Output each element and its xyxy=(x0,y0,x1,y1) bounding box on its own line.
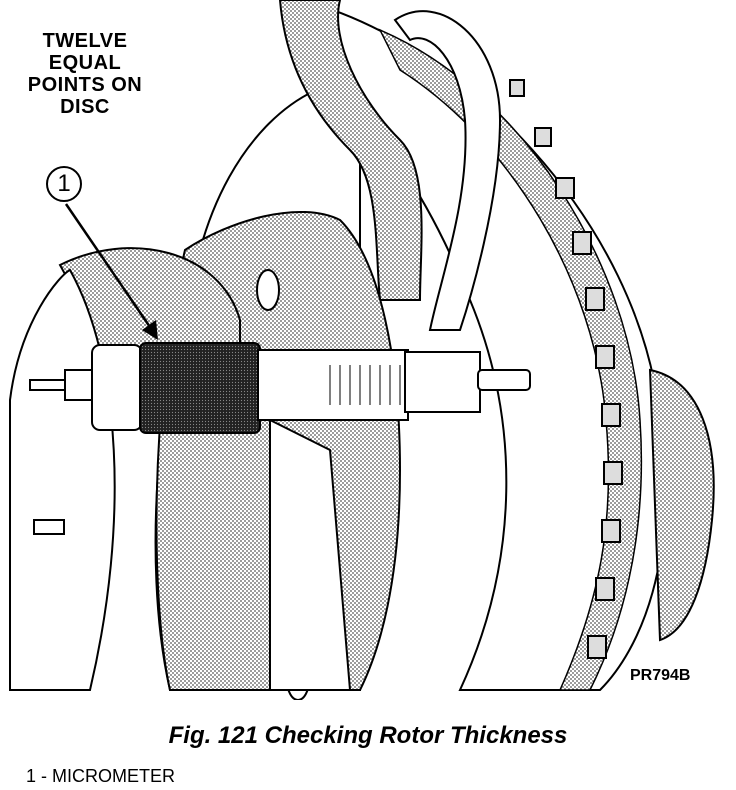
callout-number: 1 xyxy=(46,166,82,202)
leader-arrow-icon xyxy=(64,203,158,340)
micrometer-illustration xyxy=(29,342,531,434)
figure-caption: Fig. 121 Checking Rotor Thickness xyxy=(168,722,568,749)
figure-legend: 1 - MICROMETER xyxy=(26,766,176,786)
brake-rotor-illustration xyxy=(9,0,715,700)
image-code: PR794B xyxy=(630,667,691,684)
callout-note: TWELVE EQUAL POINTS ON DISC xyxy=(27,30,143,118)
